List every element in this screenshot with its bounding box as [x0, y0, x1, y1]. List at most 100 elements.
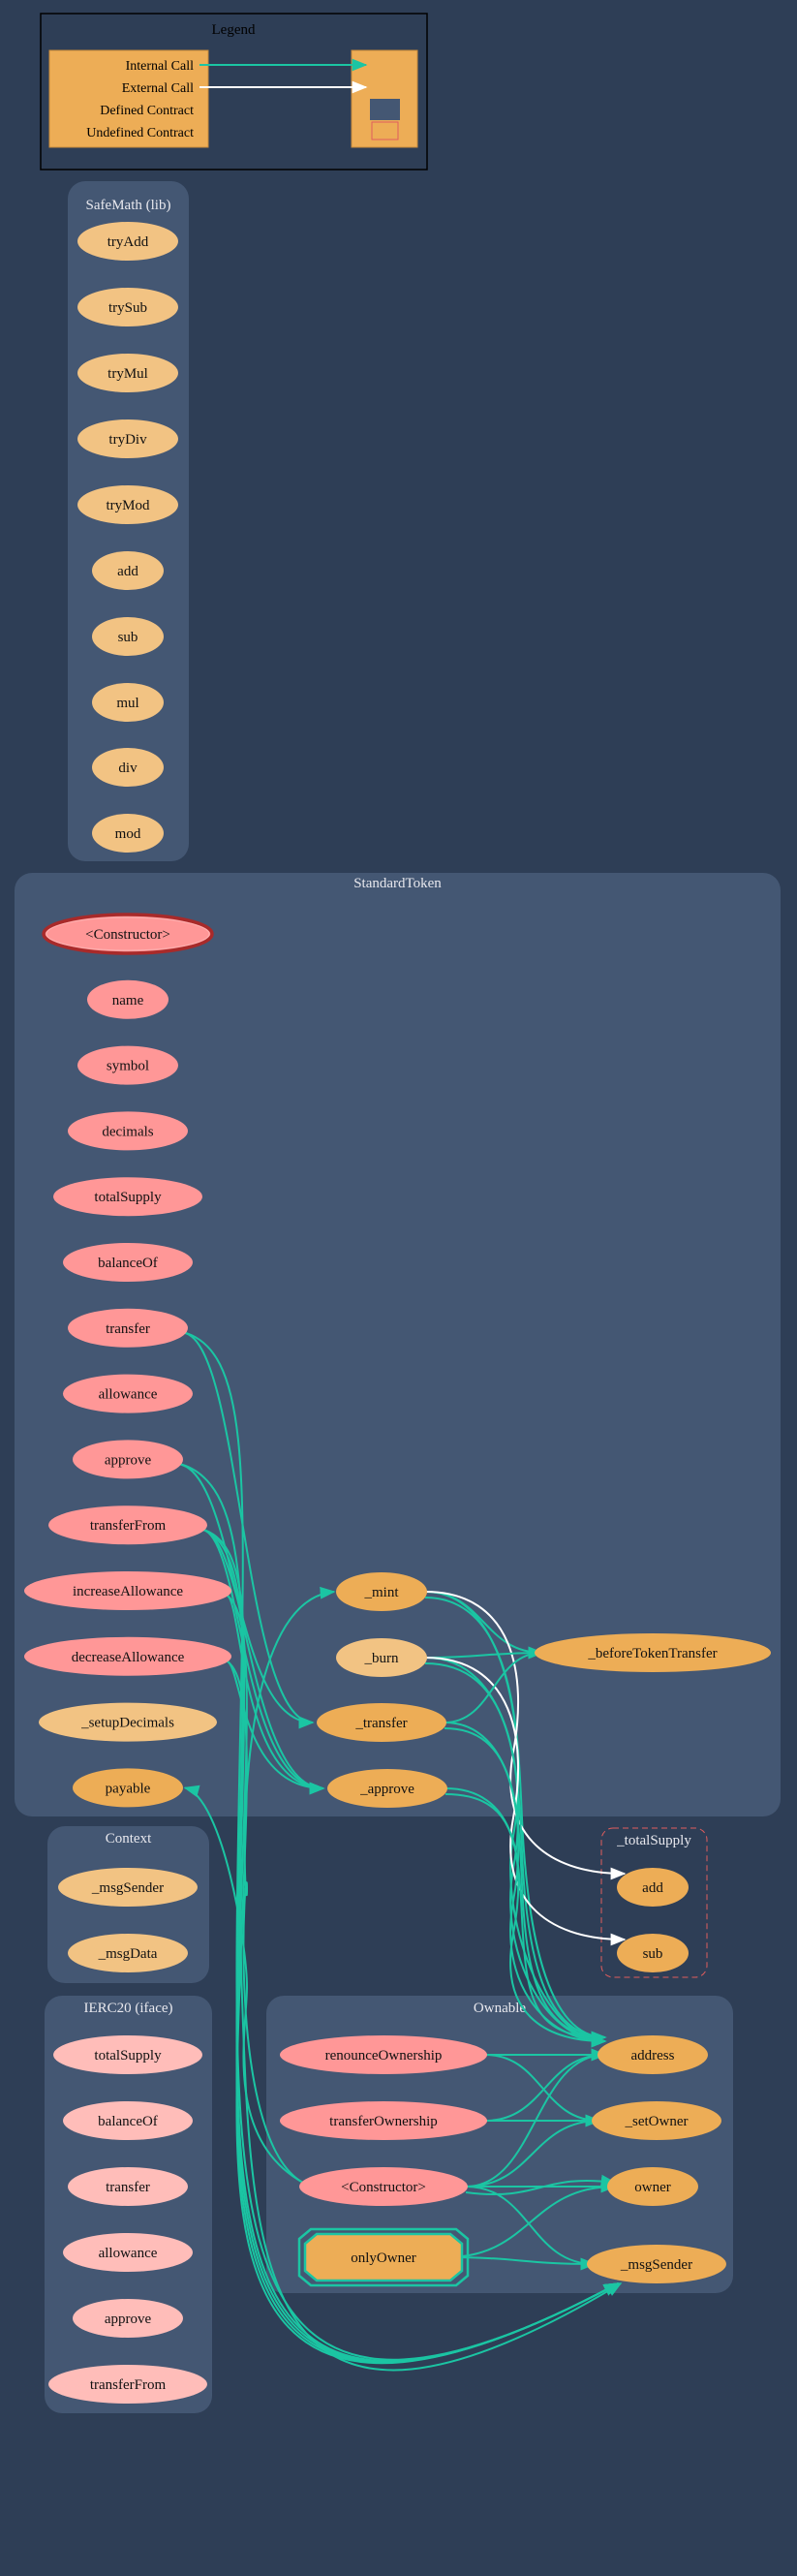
function-node-trysub[interactable]: trySub: [77, 288, 178, 326]
function-node-transferfrom[interactable]: transferFrom: [48, 2365, 207, 2404]
function-node-owner[interactable]: owner: [607, 2167, 698, 2206]
function-node-renounceownership[interactable]: renounceOwnership: [280, 2035, 487, 2074]
function-node-div[interactable]: div: [92, 748, 164, 787]
node-label: _beforeTokenTransfer: [587, 1646, 717, 1661]
node-shape: [92, 551, 164, 590]
function-node-burn[interactable]: _burn: [336, 1638, 427, 1677]
node-shape: [77, 288, 178, 326]
function-node-transfer[interactable]: transfer: [68, 1308, 188, 1348]
node-label: transfer: [106, 2180, 150, 2195]
function-node-msgdata[interactable]: _msgData: [68, 1934, 188, 1972]
node-label: transferFrom: [90, 1518, 167, 1534]
function-node-approve[interactable]: _approve: [327, 1769, 447, 1808]
function-node-decreaseallowance[interactable]: decreaseAllowance: [24, 1636, 231, 1676]
function-node-totalsupply[interactable]: totalSupply: [53, 2035, 202, 2074]
function-node-sub[interactable]: sub: [92, 617, 164, 656]
function-node-transferownership[interactable]: transferOwnership: [280, 2101, 487, 2140]
legend-undefined-contract: Undefined Contract: [86, 126, 194, 140]
node-label: increaseAllowance: [73, 1584, 183, 1599]
function-node-payable[interactable]: payable: [73, 1768, 183, 1808]
function-node-add[interactable]: add: [92, 551, 164, 590]
node-shape: [336, 1572, 427, 1611]
internal-call-edge: [225, 1659, 620, 2365]
node-shape: [77, 419, 178, 458]
node-label: tryDiv: [108, 432, 147, 448]
node-shape: [598, 2035, 708, 2074]
function-node-add[interactable]: add: [617, 1868, 689, 1907]
node-shape: [317, 1703, 446, 1742]
function-node-balanceof[interactable]: balanceOf: [63, 1243, 193, 1282]
node-shape: [92, 814, 164, 853]
internal-call-edge: [465, 2174, 617, 2196]
node-label: decimals: [102, 1124, 153, 1139]
function-node-mod[interactable]: mod: [92, 814, 164, 853]
node-label: onlyOwner: [351, 2250, 416, 2266]
function-node-msgsender[interactable]: _msgSender: [587, 2245, 726, 2283]
cluster-title: StandardToken: [353, 876, 442, 891]
function-node-symbol[interactable]: symbol: [77, 1045, 178, 1085]
function-node-onlyowner[interactable]: onlyOwner: [297, 2227, 470, 2287]
cluster-ts: _totalSupply: [600, 1827, 708, 1978]
function-node-mul[interactable]: mul: [92, 683, 164, 722]
node-label: _mint: [363, 1585, 399, 1600]
function-node-trymod[interactable]: tryMod: [77, 485, 178, 524]
internal-call-edge: [465, 2048, 607, 2188]
internal-call-edge: [424, 1646, 544, 1660]
function-node-tryadd[interactable]: tryAdd: [77, 222, 178, 261]
function-node-approve[interactable]: approve: [73, 2299, 183, 2338]
node-label: mul: [116, 696, 138, 711]
cluster-title: SafeMath (lib): [86, 198, 171, 213]
node-label: tryMod: [107, 498, 151, 513]
internal-call-edge: [445, 2256, 597, 2271]
function-node-setupdecimals[interactable]: _setupDecimals: [39, 1702, 217, 1742]
function-node-allowance[interactable]: allowance: [63, 2233, 193, 2272]
node-label: payable: [106, 1781, 151, 1796]
function-node-balanceof[interactable]: balanceOf: [63, 2101, 193, 2140]
internal-call-edge: [200, 1528, 623, 2372]
function-node-mint[interactable]: _mint: [336, 1572, 427, 1611]
function-node-transfer[interactable]: _transfer: [317, 1703, 446, 1742]
function-node-allowance[interactable]: allowance: [63, 1374, 193, 1413]
node-inner-ring: [46, 916, 210, 951]
function-node-decimals[interactable]: decimals: [68, 1111, 188, 1151]
internal-call-edge: [444, 1787, 607, 2048]
function-node-increaseallowance[interactable]: increaseAllowance: [24, 1571, 231, 1610]
node-shape: [68, 1934, 188, 1972]
function-node-ctor[interactable]: <Constructor>: [42, 913, 214, 955]
node-shape: [39, 1702, 217, 1742]
function-node-address[interactable]: address: [598, 2035, 708, 2074]
function-node-transferfrom[interactable]: transferFrom: [48, 1505, 207, 1545]
node-label: totalSupply: [94, 1190, 162, 1205]
function-node-trydiv[interactable]: tryDiv: [77, 419, 178, 458]
node-label: _burn: [364, 1651, 399, 1666]
node-label: <Constructor>: [341, 2180, 426, 2195]
internal-call-edge: [444, 1646, 544, 1723]
node-shape: [73, 1440, 183, 1479]
function-node-setowner[interactable]: _setOwner: [592, 2101, 721, 2140]
node-label: decreaseAllowance: [72, 1650, 185, 1665]
function-node-sub[interactable]: sub: [617, 1934, 689, 1972]
function-node-approve[interactable]: approve: [73, 1440, 183, 1479]
function-node-transfer[interactable]: transfer: [68, 2167, 188, 2206]
function-node-totalsupply[interactable]: totalSupply: [53, 1177, 202, 1217]
modifier-shape: [303, 2232, 464, 2282]
node-shape: [336, 1638, 427, 1677]
node-shape: [63, 1374, 193, 1413]
function-node-ctor[interactable]: <Constructor>: [299, 2167, 468, 2206]
node-label: transferOwnership: [329, 2114, 438, 2129]
function-node-name[interactable]: name: [87, 979, 169, 1019]
function-node-msgsender[interactable]: _msgSender: [58, 1868, 198, 1907]
internal-call-edge: [202, 1529, 325, 1795]
legend-internal-call: Internal Call: [126, 59, 194, 74]
internal-call-edge: [183, 1785, 304, 2184]
node-shape: [68, 1111, 188, 1151]
cluster-title: IERC20 (iface): [83, 2001, 172, 2016]
node-shape: [77, 1045, 178, 1085]
node-label: trySub: [108, 300, 147, 316]
node-label: name: [112, 993, 144, 1009]
function-node-beforetokentransfer[interactable]: _beforeTokenTransfer: [535, 1633, 771, 1672]
function-node-trymul[interactable]: tryMul: [77, 354, 178, 392]
node-label: tryMul: [107, 366, 148, 382]
node-shape: [77, 485, 178, 524]
